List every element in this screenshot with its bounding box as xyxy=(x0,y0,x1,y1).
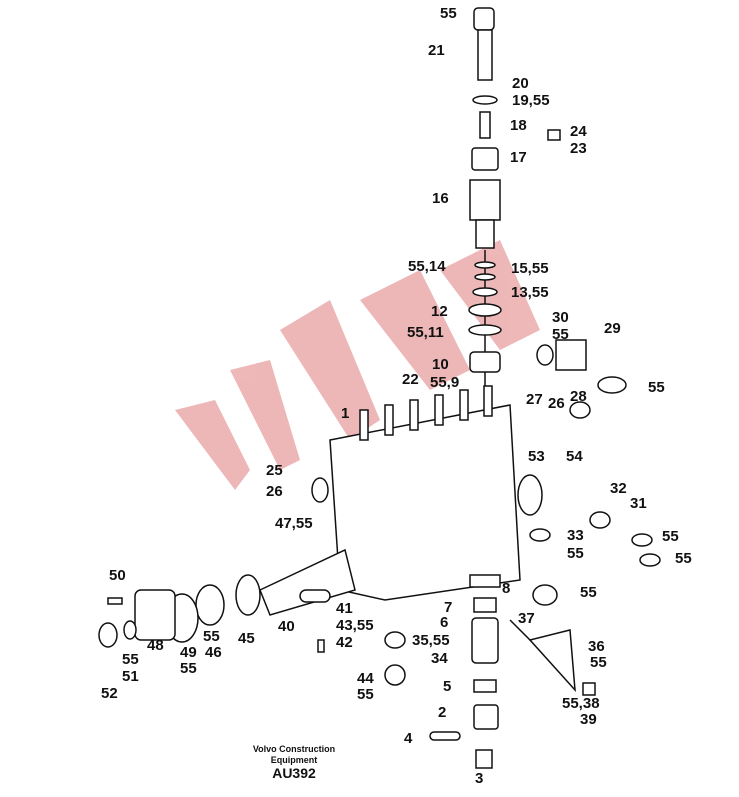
callout-label: 55 xyxy=(675,550,692,567)
callout-label: 17 xyxy=(510,149,527,166)
callout-label: 54 xyxy=(566,448,583,465)
callout-label: 34 xyxy=(431,650,448,667)
callout-label: 55,38 xyxy=(562,695,600,712)
callout-label: 29 xyxy=(604,320,621,337)
parts xyxy=(98,7,661,769)
valve-holder-part xyxy=(477,29,493,81)
callout-label: 25 xyxy=(266,462,283,479)
callout-label: 19,55 xyxy=(512,92,550,109)
callout-label: 2 xyxy=(438,704,447,721)
callout-label: 26 xyxy=(266,483,283,500)
callout-label: 15,55 xyxy=(511,260,549,277)
callout-label: 52 xyxy=(101,685,118,702)
callout-label: 55,14 xyxy=(408,258,446,275)
callout-label: 23 xyxy=(570,140,587,157)
callout-label: 26 xyxy=(548,395,565,412)
callout-label: 30 xyxy=(552,309,569,326)
callout-label: 55 xyxy=(440,5,457,22)
callout-label: 55,11 xyxy=(407,324,444,341)
callout-label: 36 xyxy=(588,638,605,655)
callout-label: 42 xyxy=(336,634,353,651)
callout-label: 18 xyxy=(510,117,527,134)
callout-label: 53 xyxy=(528,448,545,465)
callout-label: 3 xyxy=(475,770,484,787)
callout-label: 7 xyxy=(444,599,453,616)
callout-label: 5 xyxy=(443,678,452,695)
callout-label: 31 xyxy=(630,495,647,512)
callout-label: 40 xyxy=(278,618,295,635)
callout-label: 48 xyxy=(147,637,164,654)
callout-label: 55 xyxy=(357,686,374,703)
callout-label: 10 xyxy=(432,356,449,373)
callout-label: 1 xyxy=(341,405,350,422)
callout-label: 41 xyxy=(336,600,353,617)
callout-label: 16 xyxy=(432,190,449,207)
callout-label: 55,9 xyxy=(430,374,460,391)
callout-label: 51 xyxy=(122,668,139,685)
callout-label: 20 xyxy=(512,75,529,92)
callout-label: 33 xyxy=(567,527,584,544)
callout-label: 55 xyxy=(552,326,569,343)
callout-label: 21 xyxy=(428,42,445,59)
callout-label: 55 xyxy=(203,628,220,645)
callout-label: 13,55 xyxy=(511,284,549,301)
callout-label: 12 xyxy=(431,303,448,320)
callout-label: 55 xyxy=(122,651,139,668)
callout-label: 55 xyxy=(590,654,607,671)
callout-label: 43,55 xyxy=(336,617,374,634)
callout-label: 55 xyxy=(648,379,665,396)
callout-label: 44 xyxy=(357,670,374,687)
callout-label: 32 xyxy=(610,480,627,497)
footer-division: Equipment xyxy=(270,755,318,765)
callout-label: 50 xyxy=(109,567,126,584)
callout-label: 22 xyxy=(402,371,419,388)
callout-label: 55 xyxy=(580,584,597,601)
footer-company: Volvo Construction xyxy=(252,744,336,754)
callout-label: 27 xyxy=(526,391,543,408)
callout-label: 35,55 xyxy=(412,632,450,649)
callout-label: 37 xyxy=(518,610,535,627)
footer-figure-code: AU392 xyxy=(272,765,316,781)
callout-label: 24 xyxy=(570,123,587,140)
callout-label: 55 xyxy=(662,528,679,545)
callout-label: 8 xyxy=(502,580,511,597)
pump-housing xyxy=(329,404,521,601)
callout-label: 28 xyxy=(570,388,587,405)
cap-part xyxy=(473,7,495,31)
callout-label: 4 xyxy=(404,730,413,747)
callout-label: 55 xyxy=(180,660,197,677)
callout-label: 6 xyxy=(440,614,449,631)
callout-label: 46 xyxy=(205,644,222,661)
callout-label: 55 xyxy=(567,545,584,562)
callout-label: 39 xyxy=(580,711,597,728)
callout-label: 45 xyxy=(238,630,255,647)
callout-label: 49 xyxy=(180,644,197,661)
callout-label: 47,55 xyxy=(275,515,313,532)
